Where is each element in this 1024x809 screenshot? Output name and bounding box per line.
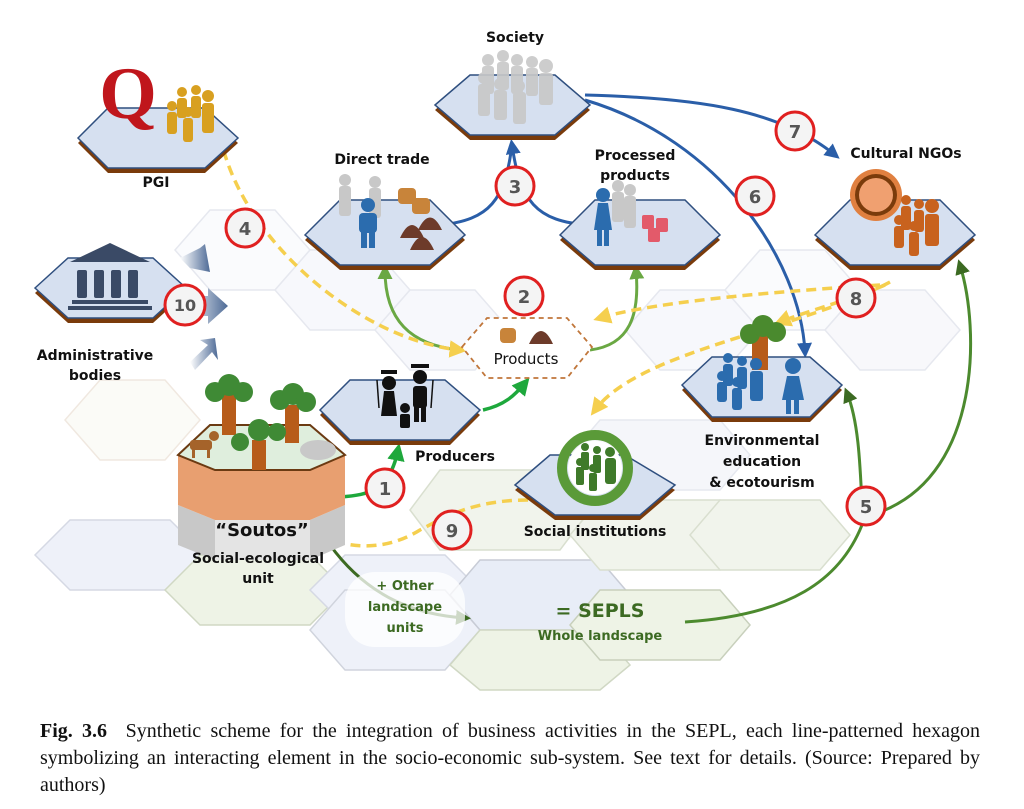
node-environmental-education: Environmental education & ecotourism <box>680 315 844 491</box>
env-label-2: education <box>723 454 801 470</box>
svg-text:6: 6 <box>749 187 762 208</box>
arrow-5-to-ngos <box>884 259 973 512</box>
people-blue-group-icon <box>717 353 804 414</box>
person-woman-icon <box>594 188 612 246</box>
social-institutions-label: Social institutions <box>524 524 667 540</box>
node-cultural-ngos: Cultural NGOs <box>813 146 977 270</box>
arrow-sepls-to-5 <box>684 524 864 624</box>
government-building-icon <box>68 243 152 310</box>
dashed-ngos-to-education <box>773 283 886 327</box>
env-label-1: Environmental <box>705 433 820 449</box>
soutos-subtitle-1: Social-ecological <box>192 551 324 567</box>
figure-caption: Fig. 3.6 Synthetic scheme for the integr… <box>40 718 980 799</box>
svg-text:7: 7 <box>789 122 802 143</box>
marker-1: 1 <box>364 467 406 509</box>
marker-9: 9 <box>431 509 473 551</box>
svg-text:2: 2 <box>518 287 531 308</box>
other-units-label-3: units <box>387 621 424 636</box>
svg-text:1: 1 <box>379 479 392 500</box>
products-label: Products <box>494 350 559 368</box>
node-direct-trade: Direct trade <box>303 152 467 270</box>
marker-10: 10 <box>163 283 207 327</box>
dashed-social-to-soutos <box>321 498 529 550</box>
svg-text:5: 5 <box>860 497 873 518</box>
svg-text:3: 3 <box>509 177 522 198</box>
rock-icon <box>300 440 336 460</box>
people-green-group-icon <box>576 443 616 491</box>
people-group-icon <box>167 85 214 142</box>
deer-icon <box>190 431 219 458</box>
caption-text: Synthetic scheme for the integration of … <box>40 720 980 796</box>
node-administrative-bodies: Administrative bodies <box>33 243 188 384</box>
people-group-orange-icon <box>894 195 939 256</box>
svg-text:4: 4 <box>239 219 252 240</box>
forest-trees-icon <box>205 374 316 470</box>
chestnut-product-icon <box>398 188 442 250</box>
pgi-q-icon: Q <box>99 53 157 135</box>
marker-2: 2 <box>503 275 545 317</box>
soutos-title: “Soutos” <box>215 520 309 541</box>
people-crowd-icon <box>478 50 553 124</box>
admin-label-2: bodies <box>69 368 121 384</box>
packaged-product-icon <box>642 215 668 242</box>
node-soutos: “Soutos” Social-ecological unit <box>176 374 347 587</box>
node-social-institutions: Social institutions <box>513 430 677 540</box>
marker-5: 5 <box>845 485 887 527</box>
sepl-diagram: Q PGI Society <box>33 30 977 691</box>
cultural-ngos-label: Cultural NGOs <box>850 146 961 162</box>
society-label: Society <box>486 30 544 46</box>
other-units-label-1: + Other <box>376 579 434 594</box>
marker-6: 6 <box>734 175 776 217</box>
farmer-family-icon <box>376 364 434 428</box>
round-table-icon <box>850 169 902 221</box>
processed-products-label-1: Processed <box>595 148 676 164</box>
other-units-label-2: landscape <box>368 600 442 615</box>
node-pgi: Q PGI <box>76 53 240 191</box>
pgi-label: PGI <box>143 175 170 191</box>
dashed-ngos-to-social <box>590 280 891 416</box>
marker-8: 8 <box>835 277 877 319</box>
marker-3: 3 <box>494 165 536 207</box>
svg-text:8: 8 <box>850 289 863 310</box>
node-producers: Producers <box>318 364 495 465</box>
caption-label: Fig. 3.6 <box>40 720 108 742</box>
svg-text:9: 9 <box>446 521 459 542</box>
sepls-title: = SEPLS <box>556 600 645 622</box>
env-label-3: & ecotourism <box>709 475 814 491</box>
direct-trade-label: Direct trade <box>334 152 429 168</box>
marker-7: 7 <box>774 110 816 152</box>
chestnut-icon <box>529 331 553 344</box>
svg-text:10: 10 <box>174 296 196 315</box>
node-processed-products: Processed products <box>558 148 722 270</box>
node-products: Products <box>460 317 594 379</box>
node-society: Society <box>433 30 592 140</box>
person-blue-icon <box>359 198 377 248</box>
producers-label: Producers <box>415 449 495 465</box>
sepls-subtitle: Whole landscape <box>538 629 663 644</box>
step-markers: 1 2 3 4 5 6 7 8 9 10 <box>163 110 887 551</box>
admin-label-1: Administrative <box>37 348 154 364</box>
soutos-subtitle-2: unit <box>242 571 274 587</box>
arrow-products-to-processed <box>589 264 645 352</box>
honey-jar-icon <box>500 328 516 343</box>
community-ring-icon <box>557 430 633 506</box>
marker-4: 4 <box>224 207 266 249</box>
arrow-producers-to-products <box>482 377 530 412</box>
processed-products-label-2: products <box>600 168 670 184</box>
